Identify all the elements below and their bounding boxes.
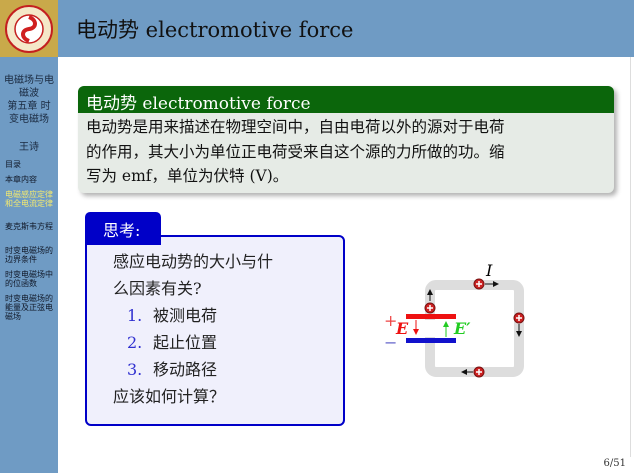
- sidebar-item-toc[interactable]: 目录: [5, 160, 21, 169]
- closing-question: 应该如何计算？: [113, 387, 226, 406]
- minus-sign: −: [384, 333, 397, 352]
- definition-line: 的作用，其大小为单位正电荷受来自这个源的力所做的功。缩: [86, 142, 505, 161]
- question-line: 么因素有关?: [113, 279, 202, 298]
- item-number: 2.: [127, 333, 143, 352]
- definition-line: 写为 emf，单位为伏特 (V)。: [86, 167, 289, 185]
- item-number: 1.: [127, 306, 143, 325]
- sidebar: 电磁场与电磁波 第五章 时变电磁场 王诗 目录 本章内容 电磁感应定律和全电流定…: [0, 0, 58, 473]
- divider: [630, 57, 631, 457]
- chapter-title: 第五章 时变电磁场: [7, 101, 51, 125]
- list-item: 1. 被测电荷: [113, 302, 343, 329]
- question-line: 感应电动势的大小与什: [113, 252, 274, 271]
- definition-title: 电动势 electromotive force: [78, 86, 614, 114]
- sidebar-item-chapter-contents[interactable]: 本章内容: [5, 175, 37, 184]
- list-item: 2. 起止位置: [113, 329, 343, 356]
- list-item: 3. 移动路径: [113, 356, 343, 383]
- positive-plate: [406, 314, 456, 319]
- item-text: 起止位置: [153, 333, 218, 352]
- emf-circuit-diagram: I + − E E′: [384, 261, 525, 378]
- item-text: 移动路径: [153, 360, 218, 379]
- current-label: I: [485, 261, 493, 280]
- induced-field-label: E′: [453, 319, 471, 338]
- item-text: 被测电荷: [153, 306, 218, 325]
- definition-block: 电动势 electromotive force 电动势是用来描述在物理空间中，自…: [78, 86, 614, 193]
- positive-charge-icon: [424, 302, 436, 314]
- university-logo: [0, 0, 58, 57]
- sidebar-item-energy-sinusoidal[interactable]: 时变电磁场的能量及正弦电磁场: [5, 294, 53, 321]
- frame-title: 电动势 electromotive force: [58, 0, 634, 57]
- field-label: E: [395, 319, 409, 338]
- think-block: 感应电动势的大小与什 么因素有关? 1. 被测电荷 2. 起止位置 3. 移动路径 应…: [85, 235, 345, 426]
- positive-charge-icon: [473, 366, 485, 378]
- positive-charge-icon: [513, 312, 525, 324]
- sidebar-item-maxwell-equations[interactable]: 麦克斯韦方程: [5, 222, 53, 231]
- author: 王诗: [19, 142, 39, 153]
- negative-plate: [406, 338, 456, 343]
- course-title: 电磁场与电磁波: [4, 75, 54, 99]
- item-number: 3.: [127, 360, 143, 379]
- think-title: 思考:: [85, 212, 161, 245]
- sidebar-item-potential-functions[interactable]: 时变电磁场中的位函数: [5, 270, 53, 288]
- definition-body: 电动势是用来描述在物理空间中，自由电荷以外的源对于电荷 的作用，其大小为单位正电…: [78, 113, 614, 191]
- definition-line: 电动势是用来描述在物理空间中，自由电荷以外的源对于电荷: [86, 118, 505, 136]
- sidebar-item-induction-law[interactable]: 电磁感应定律和全电流定律: [5, 190, 53, 208]
- positive-charge-icon: [473, 278, 485, 290]
- plus-sign: +: [384, 311, 397, 330]
- sidebar-item-boundary-conditions[interactable]: 时变电磁场的边界条件: [5, 246, 53, 264]
- page-number: 6/51: [603, 458, 626, 469]
- logo-seal-icon: [5, 4, 53, 53]
